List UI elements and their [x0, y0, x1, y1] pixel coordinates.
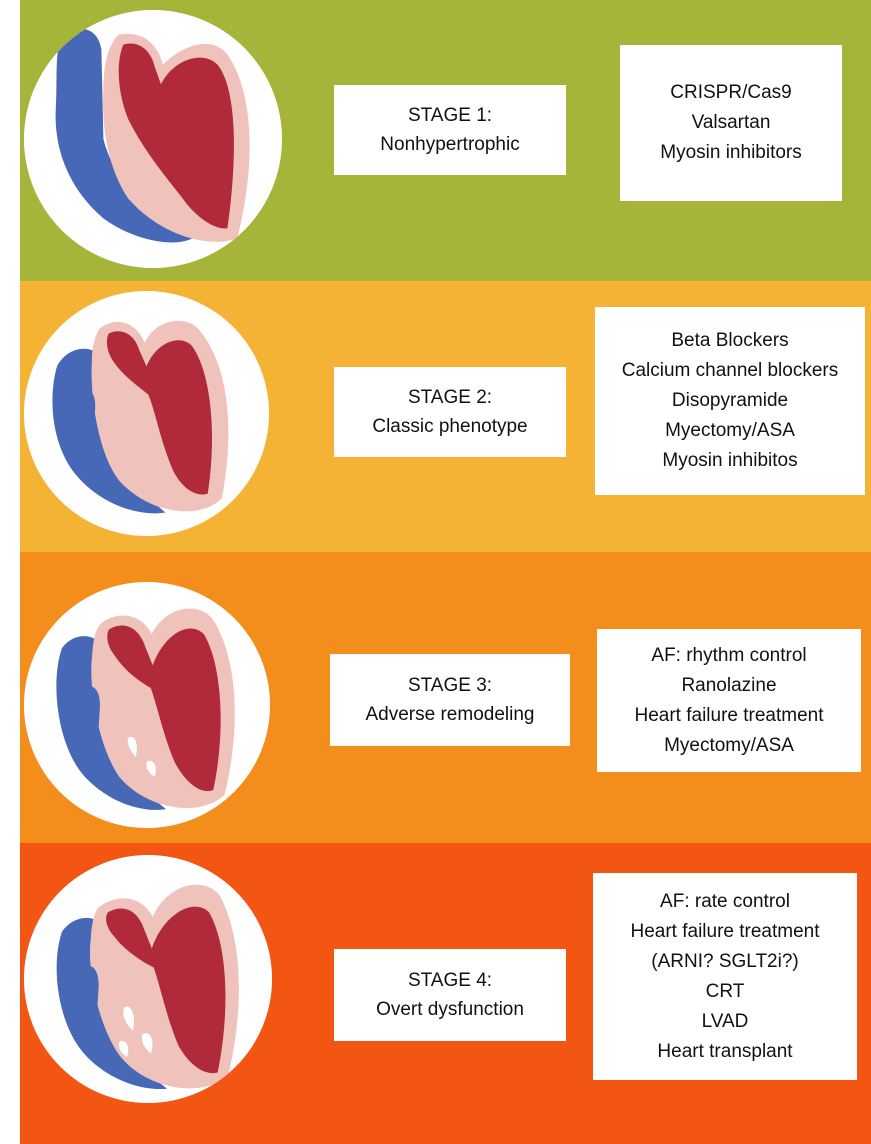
stage-3-treatment-item: Ranolazine — [681, 671, 776, 701]
stage-1-treatment-item: Valsartan — [692, 108, 771, 138]
heart-stage-4-icon — [24, 855, 272, 1103]
stage-1-subtitle: Nonhypertrophic — [380, 130, 519, 159]
stage-4-treatment-item: LVAD — [702, 1007, 749, 1037]
stage-4-treatment-item: AF: rate control — [660, 887, 790, 917]
stage-4-subtitle: Overt dysfunction — [376, 995, 524, 1024]
stage-4-treatment-item: Heart transplant — [657, 1037, 792, 1067]
stage-1-title: STAGE 1: — [408, 101, 492, 130]
heart-stage-3-icon — [24, 582, 270, 828]
stage-3-treatment-item: AF: rhythm control — [651, 641, 806, 671]
stage-2-panel: STAGE 2: Classic phenotype Beta Blockers… — [20, 281, 871, 552]
stage-4-treatment-item: Heart failure treatment — [630, 917, 819, 947]
stage-3-label-box: STAGE 3: Adverse remodeling — [330, 654, 570, 746]
stage-4-treatment-box: AF: rate control Heart failure treatment… — [593, 873, 857, 1080]
stage-1-treatment-item: Myosin inhibitors — [660, 138, 802, 168]
stage-4-treatment-item: (ARNI? SGLT2i?) — [651, 947, 798, 977]
heart-stage-2-icon — [24, 291, 269, 536]
stage-1-treatment-item: CRISPR/Cas9 — [670, 78, 791, 108]
stage-3-title: STAGE 3: — [408, 671, 492, 700]
stage-3-subtitle: Adverse remodeling — [366, 700, 535, 729]
stage-2-treatment-item: Myosin inhibitos — [662, 446, 797, 476]
stage-3-treatment-item: Heart failure treatment — [634, 701, 823, 731]
stage-3-treatment-item: Myectomy/ASA — [664, 731, 794, 761]
stage-4-treatment-item: CRT — [706, 977, 745, 1007]
stage-2-label-box: STAGE 2: Classic phenotype — [334, 367, 566, 457]
stage-1-treatment-box: CRISPR/Cas9 Valsartan Myosin inhibitors — [620, 45, 842, 201]
stage-2-subtitle: Classic phenotype — [372, 412, 527, 441]
stage-2-treatment-item: Disopyramide — [672, 386, 788, 416]
stage-4-label-box: STAGE 4: Overt dysfunction — [334, 949, 566, 1041]
stage-4-panel: STAGE 4: Overt dysfunction AF: rate cont… — [20, 843, 871, 1144]
stage-3-treatment-box: AF: rhythm control Ranolazine Heart fail… — [597, 629, 861, 772]
stage-2-treatment-item: Calcium channel blockers — [622, 356, 839, 386]
stage-2-title: STAGE 2: — [408, 383, 492, 412]
stage-2-treatment-item: Beta Blockers — [671, 326, 788, 356]
stage-3-panel: STAGE 3: Adverse remodeling AF: rhythm c… — [20, 552, 871, 843]
stage-4-title: STAGE 4: — [408, 966, 492, 995]
stage-2-treatment-item: Myectomy/ASA — [665, 416, 795, 446]
heart-stage-1-icon — [24, 10, 282, 268]
stage-1-label-box: STAGE 1: Nonhypertrophic — [334, 85, 566, 175]
stage-1-panel: STAGE 1: Nonhypertrophic CRISPR/Cas9 Val… — [20, 0, 871, 281]
stage-2-treatment-box: Beta Blockers Calcium channel blockers D… — [595, 307, 865, 495]
